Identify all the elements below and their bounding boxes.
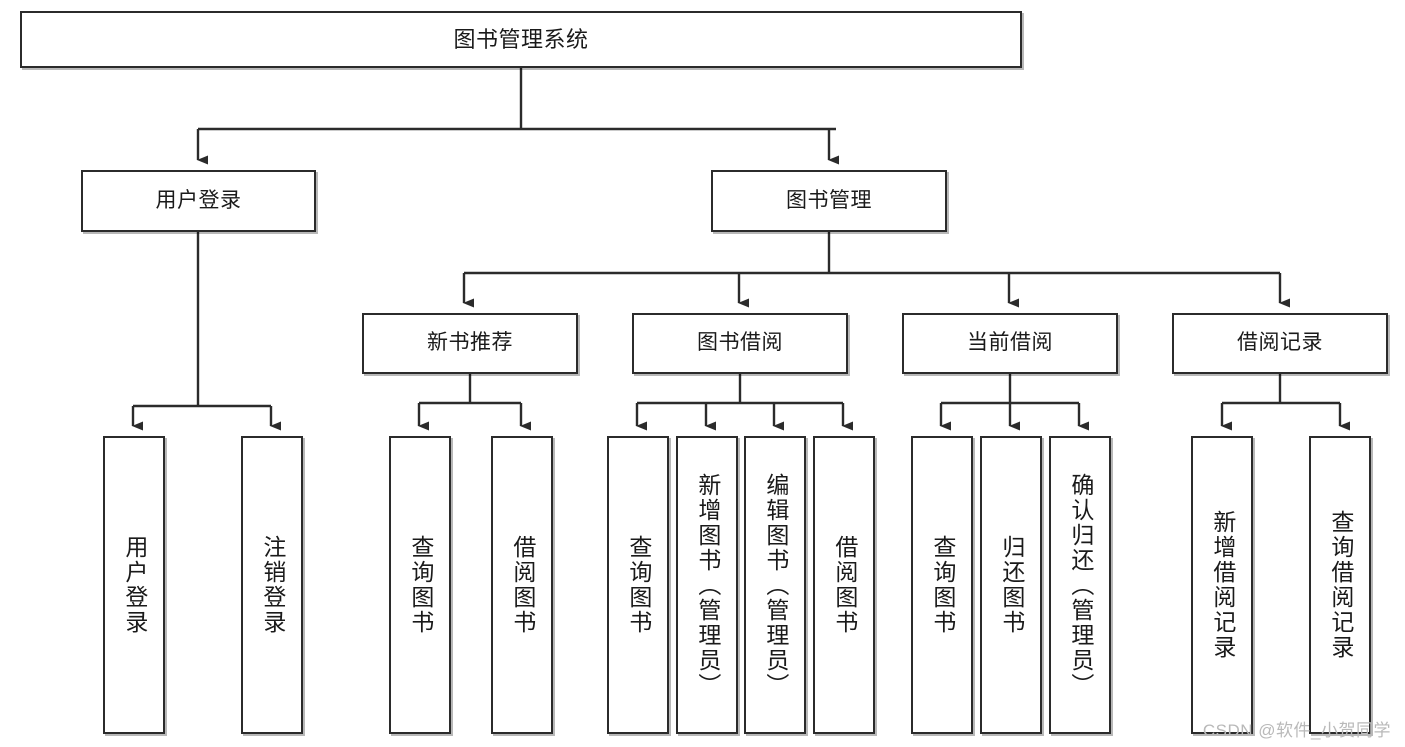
node-label: 确认归还（管理员） [1067, 472, 1094, 698]
node-label: 注销登录 [259, 535, 286, 635]
node-current-borrow[interactable]: 当前借阅 [902, 313, 1118, 374]
node-user-login[interactable]: 用户登录 [81, 170, 316, 232]
node-leaf-confirm-return-admin[interactable]: 确认归还（管理员） [1049, 436, 1111, 734]
node-label: 当前借阅 [967, 331, 1053, 355]
node-root-book-management-system[interactable]: 图书管理系统 [20, 11, 1022, 68]
node-leaf-add-book-admin[interactable]: 新增图书（管理员） [676, 436, 738, 734]
node-leaf-add-borrow-record[interactable]: 新增借阅记录 [1191, 436, 1253, 734]
node-label: 借阅记录 [1237, 331, 1323, 355]
node-label: 借阅图书 [509, 535, 536, 635]
node-borrow-record[interactable]: 借阅记录 [1172, 313, 1388, 374]
node-leaf-logout[interactable]: 注销登录 [241, 436, 303, 734]
node-leaf-borrow-book[interactable]: 借阅图书 [813, 436, 875, 734]
node-label: 图书管理系统 [453, 26, 589, 52]
node-label: 用户登录 [155, 188, 242, 212]
node-label: 用户登录 [121, 535, 148, 635]
node-label: 图书借阅 [697, 331, 783, 355]
node-book-borrow[interactable]: 图书借阅 [632, 313, 848, 374]
node-leaf-query-book-borrow[interactable]: 查询图书 [607, 436, 669, 734]
node-book-management[interactable]: 图书管理 [711, 170, 947, 232]
node-label: 查询借阅记录 [1327, 510, 1354, 660]
watermark: CSDN @软件_小贺同学 [1202, 721, 1391, 740]
node-leaf-borrow-book-recommend[interactable]: 借阅图书 [491, 436, 553, 734]
node-label: 新增借阅记录 [1209, 510, 1236, 660]
node-new-book-recommend[interactable]: 新书推荐 [362, 313, 578, 374]
node-label: 查询图书 [929, 535, 956, 635]
node-label: 编辑图书（管理员） [762, 472, 789, 698]
node-label: 查询图书 [407, 535, 434, 635]
node-label: 归还图书 [998, 535, 1025, 635]
node-label: 借阅图书 [831, 535, 858, 635]
node-leaf-query-book-recommend[interactable]: 查询图书 [389, 436, 451, 734]
node-label: 新书推荐 [427, 331, 513, 355]
node-label: 查询图书 [625, 535, 652, 635]
node-leaf-return-book[interactable]: 归还图书 [980, 436, 1042, 734]
node-leaf-edit-book-admin[interactable]: 编辑图书（管理员） [744, 436, 806, 734]
node-leaf-user-login[interactable]: 用户登录 [103, 436, 165, 734]
node-leaf-query-borrow-record[interactable]: 查询借阅记录 [1309, 436, 1371, 734]
node-label: 新增图书（管理员） [694, 472, 721, 698]
node-label: 图书管理 [786, 188, 872, 212]
node-leaf-query-book-current[interactable]: 查询图书 [911, 436, 973, 734]
